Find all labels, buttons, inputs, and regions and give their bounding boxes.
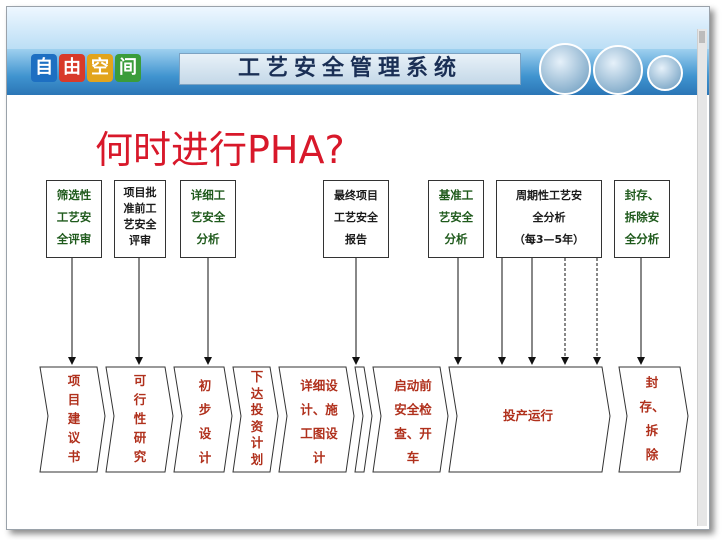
title-bar: 工艺安全管理系统 <box>179 53 521 85</box>
box-line: 周期性工艺安 <box>516 189 582 202</box>
box-line: 工艺安全 <box>334 211 378 224</box>
stage-line: 项 <box>67 373 81 388</box>
box-line: 全分析 <box>532 211 566 224</box>
logo-char-2: 由 <box>59 54 85 82</box>
stage-line: 拆 <box>645 423 659 438</box>
stage-line: 存、 <box>639 399 665 414</box>
stage-shape-gap <box>354 366 373 473</box>
box-decommission-analysis: 封存、 拆除安 全分析 <box>614 180 670 258</box>
box-line: 全分析 <box>624 232 660 246</box>
stage-investment-plan: 下 达 投 资 计 划 <box>243 369 271 468</box>
stage-line: 投产运行 <box>502 408 553 423</box>
stage-line: 建 <box>67 411 81 426</box>
stage-feasibility-study: 可 行 性 研 究 <box>126 371 154 466</box>
stage-shape-7 <box>448 366 611 473</box>
stage-shape-1 <box>39 366 106 473</box>
stage-shape-8 <box>618 366 689 473</box>
stage-line: 划 <box>250 451 264 467</box>
stage-line: 资 <box>250 418 264 434</box>
box-final-report: 最终项目 工艺安全 报告 <box>323 180 389 258</box>
stage-line: 计 <box>312 450 326 465</box>
stage-line: 议 <box>67 430 81 445</box>
stage-line: 步 <box>198 402 212 417</box>
stage-shape-6 <box>372 366 449 473</box>
box-line: 基准工 <box>438 188 474 202</box>
box-line: 评审 <box>129 234 151 247</box>
power-tower-icon <box>539 43 591 95</box>
stage-line: 下 <box>250 369 264 384</box>
box-line: 报告 <box>345 233 367 246</box>
box-line: 工艺安 <box>56 210 92 224</box>
vertical-scrollbar[interactable] <box>697 29 707 526</box>
box-pre-approval-review: 项目批 准前工 艺安全 评审 <box>114 180 166 258</box>
scrollbar-thumb[interactable] <box>699 31 705 43</box>
logo-char-4: 间 <box>115 54 141 82</box>
header: 自 由 空 间 工艺安全管理系统 <box>7 7 709 95</box>
stage-pre-startup-check: 启动前 安全检 查、开 车 <box>382 374 444 470</box>
stage-preliminary-design: 初 步 设 计 <box>191 374 219 470</box>
box-line: 分析 <box>196 232 220 246</box>
stage-line: 启动前 <box>394 378 432 393</box>
logo-char-1: 自 <box>31 54 57 82</box>
page-heading: 何时进行PHA? <box>95 128 345 172</box>
stage-line: 究 <box>133 449 147 464</box>
stage-line: 书 <box>67 449 81 464</box>
stage-line: 可 <box>133 373 147 388</box>
box-line: （每3—5年） <box>513 233 585 246</box>
box-line: 封存、 <box>624 188 660 202</box>
stage-line: 计、施 <box>300 402 338 417</box>
box-screening-review: 筛选性 工艺安 全评审 <box>46 180 102 258</box>
stage-shape-5 <box>278 366 355 473</box>
stage-line: 行 <box>133 392 147 407</box>
stage-line: 安全检 <box>394 402 432 417</box>
stage-shape-2 <box>105 366 174 473</box>
stage-line: 封 <box>645 375 659 390</box>
stage-line: 车 <box>406 450 420 465</box>
box-line: 拆除安 <box>624 210 660 224</box>
stage-line: 目 <box>67 392 81 407</box>
box-line: 艺安全 <box>123 218 157 231</box>
stage-line: 计 <box>198 450 212 465</box>
stage-line: 除 <box>645 447 659 462</box>
stage-line: 设 <box>198 426 212 441</box>
logo: 自 由 空 间 <box>31 54 141 84</box>
box-line: 分析 <box>444 232 468 246</box>
system-title: 工艺安全管理系统 <box>237 56 462 81</box>
stage-line: 研 <box>133 430 147 445</box>
logo-char-3: 空 <box>87 54 113 82</box>
stage-line: 查、开 <box>394 426 432 441</box>
box-baseline-analysis: 基准工 艺安全 分析 <box>428 180 484 258</box>
box-detailed-analysis: 详细工 艺安全 分析 <box>180 180 236 258</box>
stage-detailed-design: 详细设 计、施 工图设 计 <box>288 374 350 470</box>
box-line: 筛选性 <box>56 188 92 202</box>
box-line: 全评审 <box>56 232 92 246</box>
box-line: 艺安全 <box>438 210 474 224</box>
stage-shape-3 <box>173 366 233 473</box>
power-lines-icon <box>593 45 643 95</box>
box-line: 最终项目 <box>334 189 378 202</box>
stage-project-proposal: 项 目 建 议 书 <box>60 371 88 466</box>
stage-line: 详细设 <box>300 378 338 393</box>
box-line: 详细工 <box>190 188 226 202</box>
stage-line: 初 <box>198 378 212 393</box>
box-line: 项目批 <box>123 186 157 199</box>
stage-line: 性 <box>133 411 147 426</box>
box-periodic-analysis: 周期性工艺安 全分析 （每3—5年） <box>496 180 602 258</box>
stage-line: 投 <box>250 402 264 417</box>
stage-decommission: 封 存、 拆 除 <box>632 371 672 467</box>
globe-icon <box>647 55 683 91</box>
stage-line: 计 <box>250 435 264 450</box>
stage-shape-4 <box>232 366 279 473</box>
stage-line: 工图设 <box>300 426 338 441</box>
box-line: 艺安全 <box>190 210 226 224</box>
stage-line: 达 <box>250 385 264 401</box>
box-line: 准前工 <box>123 202 157 215</box>
stage-operation: 投产运行 <box>478 407 578 425</box>
